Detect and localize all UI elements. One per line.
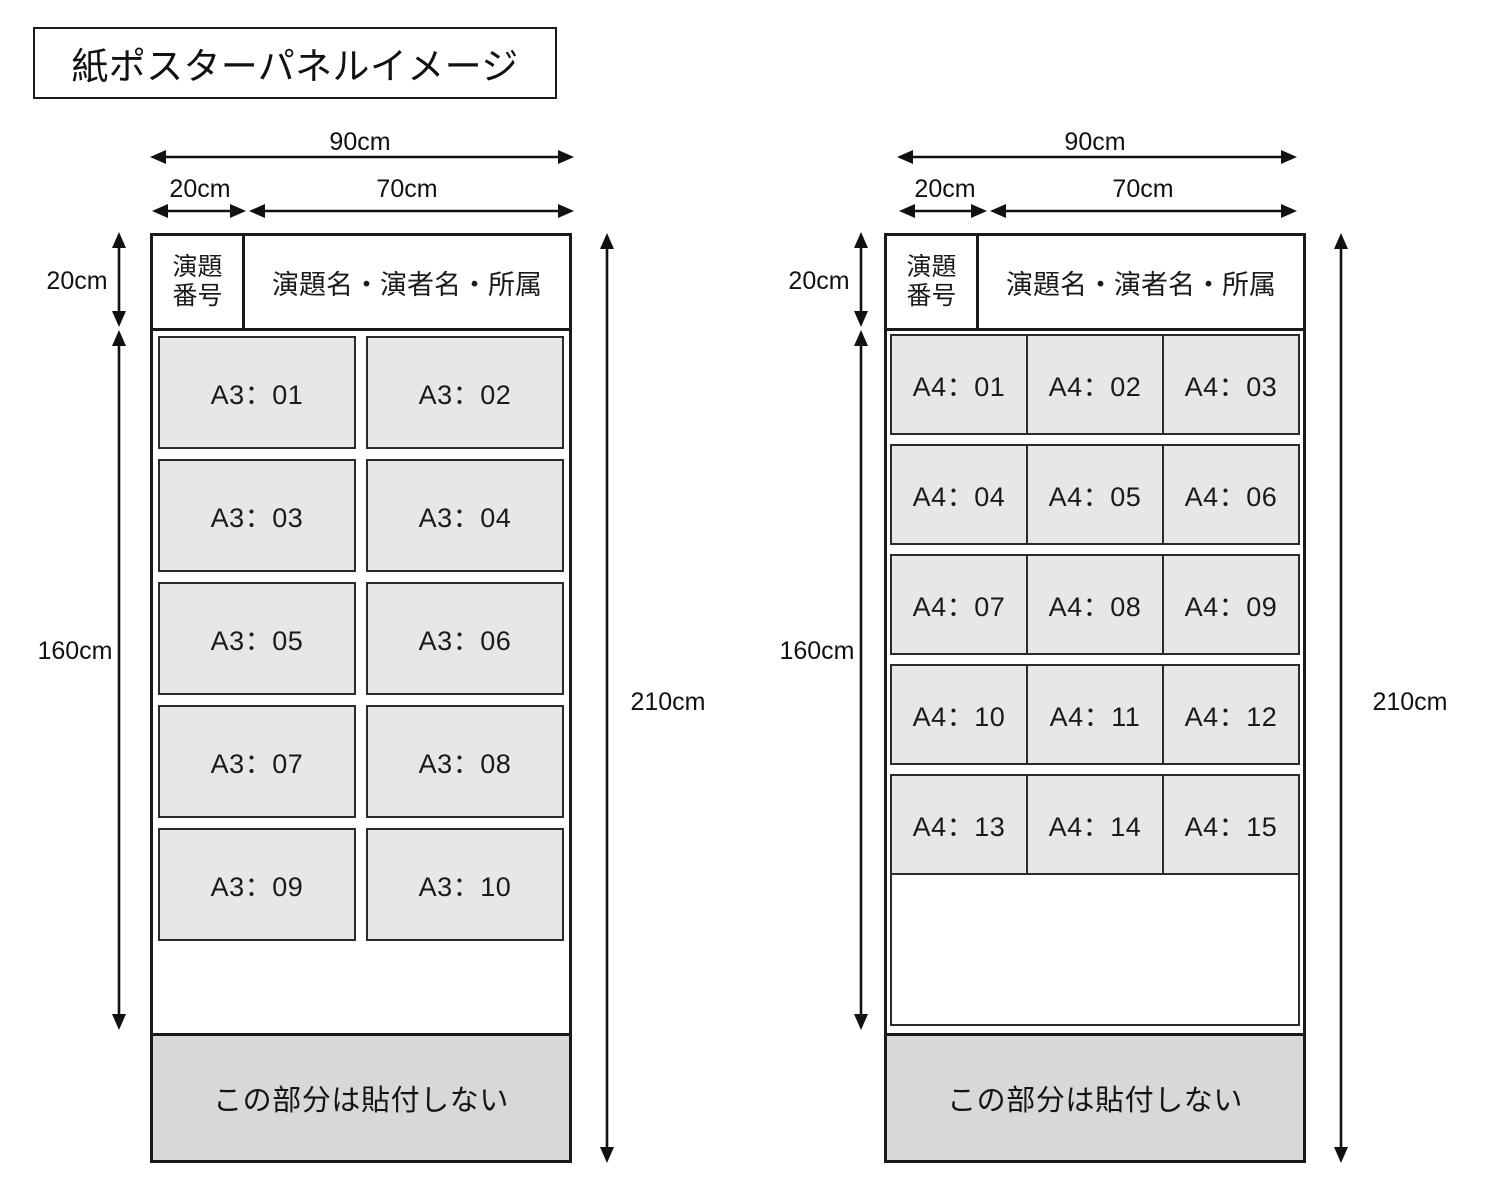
- a3-cell[interactable]: A3：10: [366, 828, 564, 941]
- left-dim-20cm-width-label: 20cm: [169, 175, 231, 203]
- diagram-title: 紙ポスターパネルイメージ: [71, 46, 519, 87]
- right-header-number-line2: 番号: [906, 282, 957, 310]
- left-dim-210cm-arrow: [600, 233, 614, 1163]
- a4-row: A4：04 A4：05 A4：06: [890, 444, 1300, 545]
- a4-cell[interactable]: A4：01: [890, 334, 1027, 435]
- right-dim-20cm-height-label: 20cm: [788, 267, 850, 295]
- left-no-post-band: この部分は貼付しない: [153, 1033, 569, 1160]
- a4-cell[interactable]: A4：14: [1027, 774, 1163, 875]
- a4-cell[interactable]: A4：04: [890, 444, 1027, 545]
- a4-row: A4：13 A4：14 A4：15: [890, 774, 1300, 875]
- left-panel-grid: A3：01 A3：02 A3：03 A3：04 A3：05 A3：06 A3：0…: [153, 331, 569, 941]
- a4-cell[interactable]: A4：09: [1163, 554, 1300, 655]
- right-poster-panel: 演題 番号 演題名・演者名・所属 A4：01 A4：02 A4：03 A4：04…: [884, 233, 1306, 1163]
- left-dim-90cm-arrow: [150, 150, 574, 164]
- a4-cell[interactable]: A4：12: [1163, 664, 1300, 765]
- left-dim-160cm-label: 160cm: [37, 637, 113, 665]
- a4-row: A4：01 A4：02 A4：03: [890, 334, 1300, 435]
- right-no-post-band: この部分は貼付しない: [887, 1033, 1303, 1160]
- right-dim-160cm-arrow: [854, 330, 868, 1030]
- a3-cell[interactable]: A3：08: [366, 705, 564, 818]
- a4-cell[interactable]: A4：13: [890, 774, 1027, 875]
- a3-cell[interactable]: A3：07: [158, 705, 356, 818]
- a4-row: A4：10 A4：11 A4：12: [890, 664, 1300, 765]
- right-dim-160cm-label: 160cm: [779, 637, 855, 665]
- a3-cell[interactable]: A3：06: [366, 582, 564, 695]
- a4-cell[interactable]: A4：15: [1163, 774, 1300, 875]
- a3-cell[interactable]: A3：01: [158, 336, 356, 449]
- right-panel-grid: A4：01 A4：02 A4：03 A4：04 A4：05 A4：06 A4：0…: [887, 331, 1303, 1026]
- right-dim-20cm-width-label: 20cm: [914, 175, 976, 203]
- right-header-number-cell: 演題 番号: [887, 236, 979, 328]
- right-dim-20cm-width-arrow: [899, 204, 987, 218]
- left-dim-210cm-label: 210cm: [630, 688, 706, 716]
- right-dim-210cm-arrow: [1334, 233, 1348, 1163]
- a3-row: A3：03 A3：04: [158, 459, 564, 572]
- a3-cell[interactable]: A3：02: [366, 336, 564, 449]
- right-dim-70cm-width-label: 70cm: [1112, 175, 1174, 203]
- left-dim-20cm-height-arrow: [112, 232, 126, 327]
- left-poster-panel: 演題 番号 演題名・演者名・所属 A3：01 A3：02 A3：03 A3：04…: [150, 233, 572, 1163]
- left-panel-header: 演題 番号 演題名・演者名・所属: [153, 236, 569, 331]
- right-panel-header: 演題 番号 演題名・演者名・所属: [887, 236, 1303, 331]
- left-header-title-cell: 演題名・演者名・所属: [245, 236, 569, 328]
- a3-cell[interactable]: A3：04: [366, 459, 564, 572]
- right-header-number-line1: 演題: [906, 252, 957, 281]
- a4-cell[interactable]: A4：06: [1163, 444, 1300, 545]
- a3-row: A3：05 A3：06: [158, 582, 564, 695]
- a3-cell[interactable]: A3：05: [158, 582, 356, 695]
- a3-row: A3：07 A3：08: [158, 705, 564, 818]
- right-header-title-cell: 演題名・演者名・所属: [979, 236, 1303, 328]
- a4-cell[interactable]: A4：11: [1027, 664, 1163, 765]
- a3-cell[interactable]: A3：09: [158, 828, 356, 941]
- a3-cell[interactable]: A3：03: [158, 459, 356, 572]
- a3-row: A3：01 A3：02: [158, 336, 564, 449]
- a4-cell[interactable]: A4：03: [1163, 334, 1300, 435]
- a4-cell[interactable]: A4：07: [890, 554, 1027, 655]
- a4-cell[interactable]: A4：05: [1027, 444, 1163, 545]
- a3-row: A3：09 A3：10: [158, 828, 564, 941]
- left-dim-20cm-width-arrow: [152, 204, 246, 218]
- a4-row: A4：07 A4：08 A4：09: [890, 554, 1300, 655]
- left-dim-160cm-arrow: [112, 330, 126, 1030]
- diagram-title-box: 紙ポスターパネルイメージ: [33, 27, 557, 99]
- a4-cell[interactable]: A4：08: [1027, 554, 1163, 655]
- right-dim-210cm-label: 210cm: [1372, 688, 1448, 716]
- left-dim-70cm-width-label: 70cm: [376, 175, 438, 203]
- left-header-number-cell: 演題 番号: [153, 236, 245, 328]
- left-header-number-line1: 演題: [172, 252, 223, 281]
- left-header-number-line2: 番号: [172, 282, 223, 310]
- a4-empty-area: [890, 874, 1300, 1026]
- right-dim-90cm-arrow: [897, 150, 1297, 164]
- a4-cell[interactable]: A4：10: [890, 664, 1027, 765]
- left-dim-90cm-label: 90cm: [329, 128, 391, 156]
- left-dim-70cm-width-arrow: [249, 204, 574, 218]
- right-dim-90cm-label: 90cm: [1064, 128, 1126, 156]
- a4-cell[interactable]: A4：02: [1027, 334, 1163, 435]
- right-dim-70cm-width-arrow: [990, 204, 1297, 218]
- left-dim-20cm-height-label: 20cm: [46, 267, 108, 295]
- right-dim-20cm-height-arrow: [854, 232, 868, 327]
